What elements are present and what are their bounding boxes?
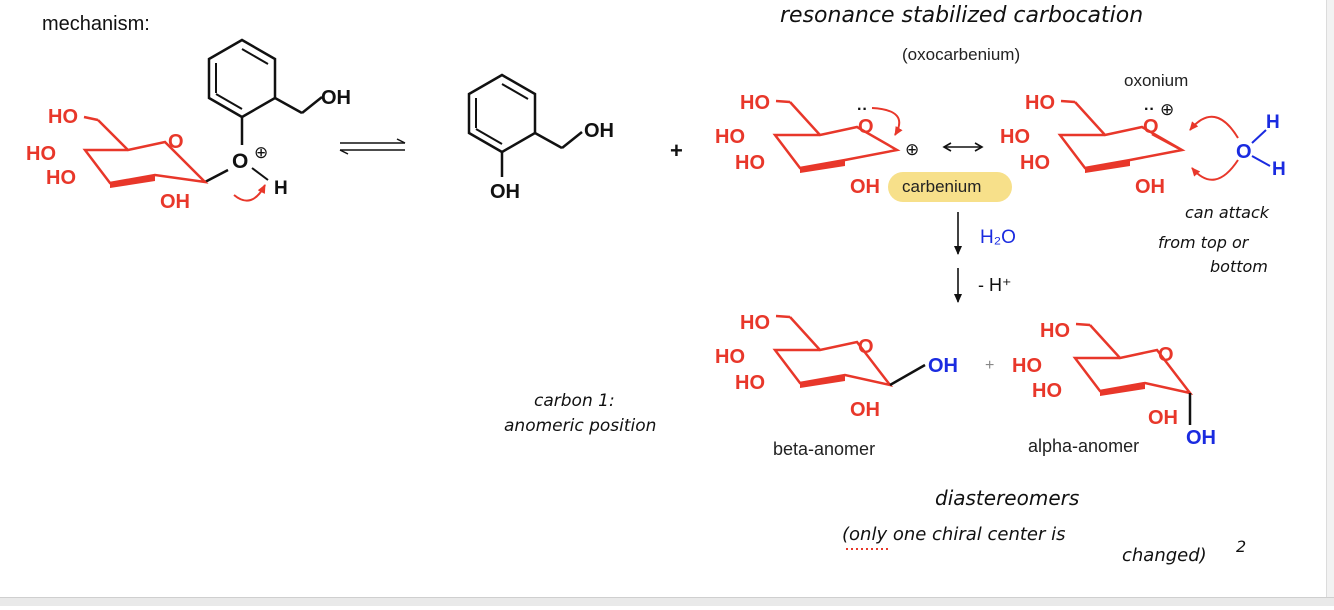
ho-6-1: HO bbox=[48, 106, 78, 128]
canvas-right-edge bbox=[1326, 0, 1334, 597]
resonance-title: resonance stabilized carbocation bbox=[780, 3, 1143, 28]
oh-2-4: OH bbox=[1135, 176, 1165, 198]
ring-o-beta: O bbox=[858, 336, 874, 358]
ho-3-beta: HO bbox=[735, 372, 765, 394]
anomeric-oh-beta: OH bbox=[928, 355, 958, 377]
ring-o-1: O bbox=[168, 131, 184, 153]
ring-o-4: O bbox=[1143, 116, 1159, 138]
ho-4-alpha: HO bbox=[1012, 355, 1042, 377]
ho-6-beta: HO bbox=[740, 312, 770, 334]
oh-2-beta: OH bbox=[850, 399, 880, 421]
water-label: H₂O bbox=[980, 227, 1016, 248]
lone-pair-3: ·· bbox=[857, 101, 868, 118]
h-atom-1: H bbox=[274, 178, 288, 199]
charge-4: ⊕ bbox=[1160, 100, 1174, 119]
oh-2-alpha: OH bbox=[1148, 407, 1178, 429]
ho-6-4: HO bbox=[1025, 92, 1055, 114]
oxonium-oxygen-1: O bbox=[232, 150, 248, 173]
oxocarbenium-label: (oxocarbenium) bbox=[902, 45, 1020, 64]
ho-6-alpha: HO bbox=[1040, 320, 1070, 342]
water-h-bottom: H bbox=[1272, 159, 1286, 180]
alpha-anomer: HO O HO HO OH OH bbox=[1012, 320, 1216, 449]
oh-2-1: OH bbox=[160, 191, 190, 213]
protonated-glycoside: OH O ⊕ H HO O HO HO OH bbox=[26, 38, 351, 213]
ho-4-3: HO bbox=[715, 126, 745, 148]
curved-arrow-3 bbox=[871, 107, 903, 136]
ring2-phenol-label: OH bbox=[490, 181, 520, 203]
deprotonation-label: - H⁺ bbox=[978, 275, 1012, 295]
chiral-note-1: (only one chiral center is bbox=[842, 524, 1066, 545]
ho-3-alpha: HO bbox=[1032, 380, 1062, 402]
oh-2-3: OH bbox=[850, 176, 880, 198]
beta-anomer-label: beta-anomer bbox=[773, 439, 875, 459]
ring-o-alpha: O bbox=[1158, 344, 1174, 366]
benzene-ring-1 bbox=[207, 38, 277, 119]
attack-arrow-top bbox=[1189, 115, 1239, 139]
curved-arrow-1 bbox=[233, 184, 266, 202]
salicyl-alcohol: OH OH bbox=[467, 73, 614, 203]
footnote-mark: 2 bbox=[1236, 537, 1246, 556]
carbenium-highlight bbox=[888, 172, 1012, 202]
water-o: O bbox=[1236, 141, 1252, 163]
beta-anomer: HO O HO HO OH OH bbox=[715, 312, 958, 421]
attack-arrow-bottom bbox=[1191, 159, 1239, 181]
diastereomers-note: diastereomers bbox=[935, 486, 1079, 510]
carbenium-label: carbenium bbox=[902, 177, 981, 196]
canvas-bottom-edge bbox=[0, 597, 1334, 606]
carbon1-note-1: carbon 1: bbox=[534, 391, 615, 411]
attack-note-1: can attack bbox=[1185, 203, 1270, 222]
attack-note-2: from top or bbox=[1158, 233, 1250, 252]
carbon1-note-2: anomeric position bbox=[504, 416, 656, 436]
ho-3-3: HO bbox=[735, 152, 765, 174]
plus-sign-2: + bbox=[985, 357, 994, 374]
ho-6-3: HO bbox=[740, 92, 770, 114]
charge-1: ⊕ bbox=[254, 143, 268, 162]
ho-4-1: HO bbox=[26, 143, 56, 165]
oxonium-label: oxonium bbox=[1124, 71, 1188, 90]
anomeric-oh-alpha: OH bbox=[1186, 427, 1216, 449]
ring1-ch2oh-label: OH bbox=[321, 87, 351, 109]
ho-4-4: HO bbox=[1000, 126, 1030, 148]
ho-4-beta: HO bbox=[715, 346, 745, 368]
ho-3-4: HO bbox=[1020, 152, 1050, 174]
water-h-top: H bbox=[1266, 112, 1280, 133]
plus-sign-1: + bbox=[670, 138, 683, 163]
equilibrium-arrows bbox=[339, 138, 406, 155]
lone-pair-4: ·· bbox=[1144, 101, 1155, 118]
ring2-ch2oh-label: OH bbox=[584, 120, 614, 142]
resonance-arrow bbox=[942, 142, 984, 152]
ho-3-1: HO bbox=[46, 167, 76, 189]
attack-note-3: bottom bbox=[1210, 257, 1268, 276]
carbenium-sugar: HO O ·· HO HO OH ⊕ bbox=[715, 92, 919, 198]
mechanism-label: mechanism: bbox=[42, 13, 150, 35]
oxonium-sugar: HO O ·· ⊕ HO HO OH O H H bbox=[1000, 92, 1286, 198]
alpha-anomer-label: alpha-anomer bbox=[1028, 436, 1139, 456]
charge-3: ⊕ bbox=[905, 140, 919, 159]
chiral-note-2: changed) bbox=[1122, 545, 1207, 566]
ring-o-3: O bbox=[858, 116, 874, 138]
